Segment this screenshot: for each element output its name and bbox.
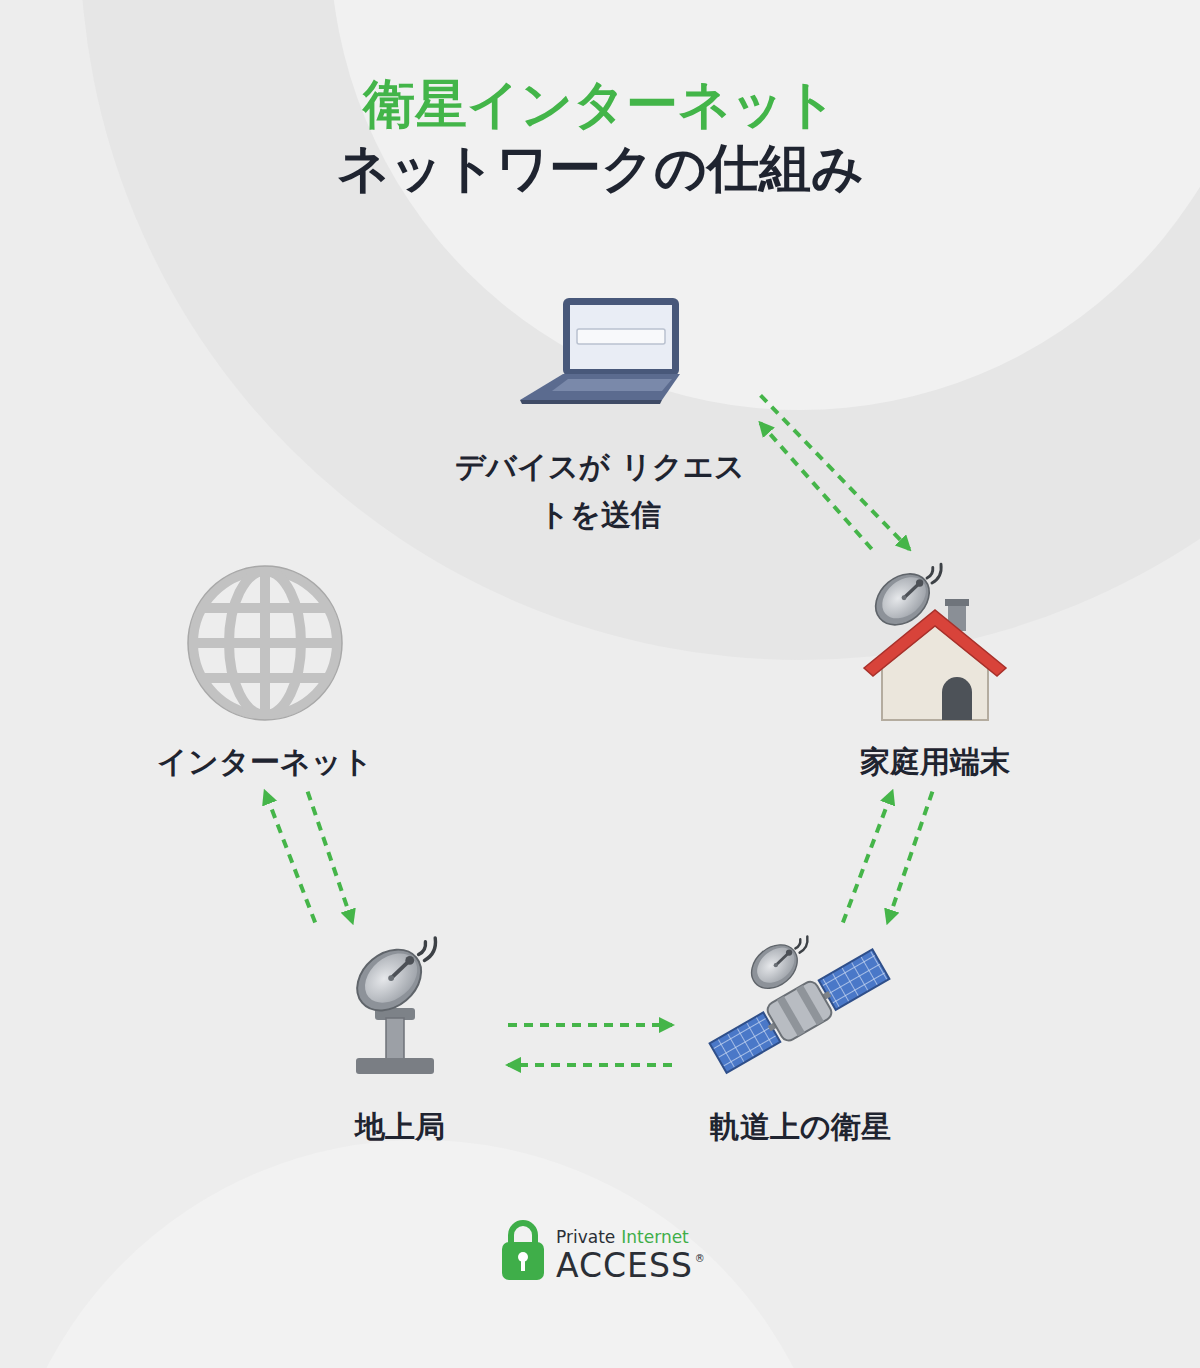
home-terminal-node: 家庭用端末 [835, 555, 1035, 784]
globe-icon [188, 566, 342, 720]
laptop-icon [520, 400, 662, 404]
lock-logo [511, 1223, 535, 1244]
background [330, 0, 1200, 410]
node-label: インターネット [120, 740, 410, 784]
logo-row: ACCESS® [556, 1248, 705, 1284]
globe-icon [203, 673, 327, 683]
dashed-arrow [308, 792, 353, 923]
laptop-icon [520, 374, 680, 400]
laptop-icon [577, 329, 665, 344]
dashed-arrow [761, 395, 910, 549]
satellite-icon [796, 985, 824, 1025]
ground-station-icon [386, 1018, 404, 1060]
dashed-arrow [508, 1023, 672, 1027]
home-terminal-icon [882, 625, 988, 720]
home-terminal-icon [866, 563, 942, 635]
node-label: 地上局 [300, 1105, 500, 1149]
satellite-icon [710, 1012, 781, 1072]
globe-icon [193, 571, 337, 715]
dashed-arrow [508, 1063, 672, 1067]
laptop-icon [520, 298, 680, 404]
satellite-icon [708, 936, 892, 1076]
node-label: デバイスが リクエストを送信 [445, 443, 755, 539]
dashed-arrow [760, 423, 871, 549]
registered-mark: ® [695, 1252, 705, 1266]
logo-wordmark: ACCESS [556, 1248, 693, 1284]
node-label: 家庭用端末 [835, 740, 1035, 784]
logo-word: Private [556, 1226, 615, 1248]
logo-word: Internet [621, 1226, 689, 1248]
satellite-icon [765, 979, 834, 1043]
logo-row: Private Internet [556, 1226, 705, 1248]
globe-icon [193, 638, 337, 648]
home-terminal-icon [864, 563, 1006, 720]
satellite-node: 軌道上の衛星 [680, 930, 920, 1149]
internet-node: インターネット [120, 560, 410, 784]
dashed-arrow [888, 792, 933, 923]
ground-station-icon [345, 937, 435, 1023]
home-terminal-icon [942, 677, 972, 720]
ground-station-icon [356, 1058, 434, 1074]
satellite-icon [743, 936, 808, 997]
device-node: デバイスが リクエストを送信 [445, 290, 755, 539]
subtitle: ネットワークの仕組み [0, 136, 1200, 200]
dashed-arrow [843, 791, 892, 922]
home-terminal-icon [945, 599, 969, 606]
globe-icon [203, 603, 327, 613]
lock-logo [502, 1223, 544, 1280]
title-block: 衛星インターネットネットワークの仕組み [0, 72, 1200, 200]
background [0, 1140, 840, 1368]
ground-station-node: 地上局 [300, 930, 500, 1149]
title: 衛星インターネット [0, 72, 1200, 136]
laptop-icon [563, 298, 679, 376]
satellite-icon [819, 949, 890, 1009]
globe-icon [188, 566, 342, 720]
lock-logo [521, 1259, 525, 1271]
satellite-icon [777, 996, 805, 1036]
satellite-icon [708, 946, 892, 1076]
dashed-arrow [265, 791, 315, 922]
node-label: 軌道上の衛星 [680, 1105, 920, 1149]
laptop-icon [552, 379, 672, 391]
laptop-icon [570, 305, 672, 369]
brand-logo: Private Internet ACCESS® [556, 1226, 705, 1284]
ground-station-icon [345, 937, 435, 1074]
lock-logo [502, 1242, 544, 1280]
